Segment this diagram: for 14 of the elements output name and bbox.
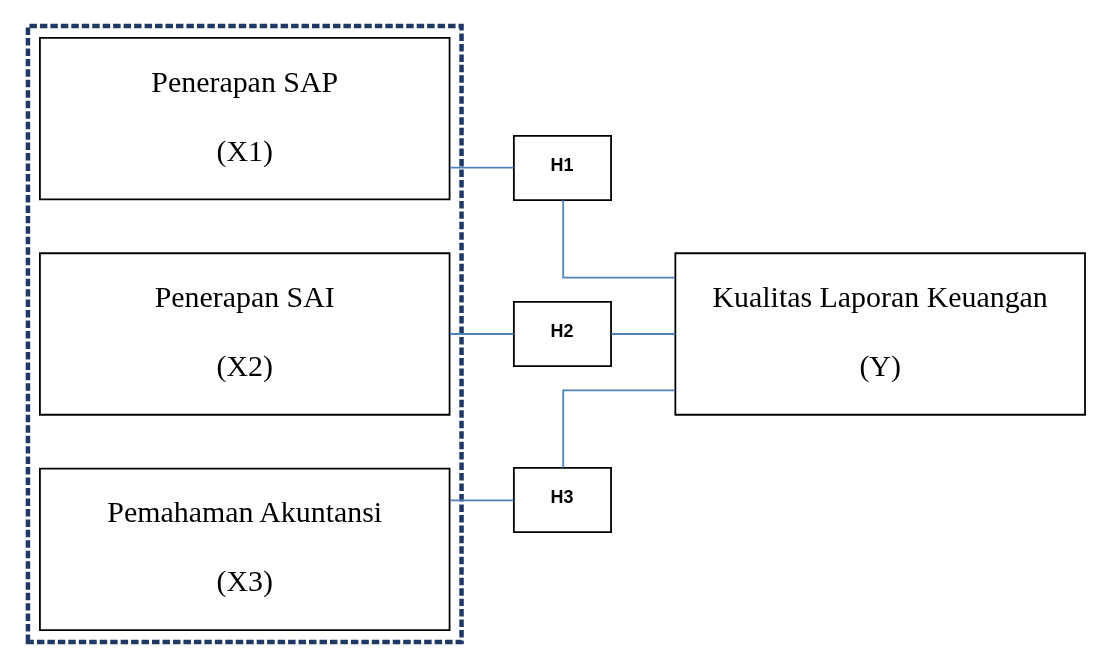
- node-box: Penerapan SAI (X2): [39, 252, 451, 416]
- connector: [610, 333, 677, 335]
- node-box: Pemahaman Akuntansi (X3): [39, 467, 451, 631]
- connector: [449, 333, 515, 335]
- connector: [449, 166, 515, 169]
- node-box: H3: [512, 466, 612, 533]
- connector: [562, 199, 676, 279]
- connector: [449, 499, 515, 502]
- cluster: [25, 23, 464, 645]
- node-box: H2: [512, 300, 612, 368]
- node-box: Kualitas Laporan Keuangan (Y): [674, 252, 1086, 416]
- connector: [562, 389, 676, 469]
- node-box: H1: [512, 135, 612, 202]
- node-box: Penerapan SAP (X1): [39, 37, 451, 201]
